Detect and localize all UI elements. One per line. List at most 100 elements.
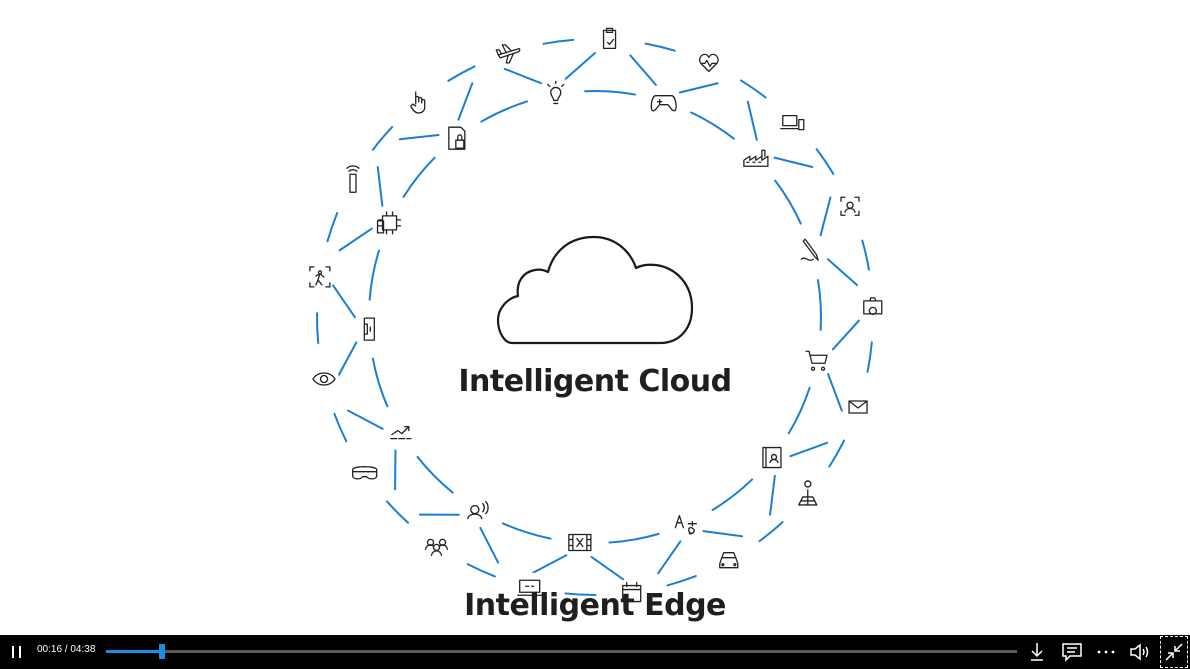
- mixed-reality-headset-icon: [349, 457, 380, 488]
- inner-ring-dash: [368, 249, 381, 301]
- trending-up-icon: [385, 417, 416, 448]
- volume-button[interactable]: [1127, 635, 1153, 669]
- captions-button[interactable]: [1059, 635, 1085, 669]
- inner-ring-dash: [480, 100, 529, 123]
- inner-ring-dash: [371, 357, 389, 408]
- eye-icon: [308, 363, 339, 394]
- intelligent-edge-label: Intelligent Edge: [464, 588, 726, 623]
- mail-icon: [843, 391, 874, 422]
- progress-fill: [106, 650, 162, 653]
- ring-connector: [530, 554, 568, 575]
- inner-ring-dash: [787, 386, 811, 435]
- lightbulb-icon: [540, 79, 571, 110]
- airplane-icon: [493, 37, 524, 68]
- outer-ring-dash: [385, 500, 410, 524]
- video-player-controls: 00:16 / 04:38: [0, 635, 1190, 669]
- outer-ring-dash: [866, 341, 873, 373]
- outer-ring-dash: [316, 312, 320, 345]
- ring-connector: [503, 67, 543, 85]
- ring-connector: [827, 373, 843, 412]
- ring-connector: [331, 284, 357, 319]
- more-options-button[interactable]: [1094, 635, 1118, 669]
- progress-thumb[interactable]: [158, 644, 165, 659]
- device-icons: [304, 24, 888, 608]
- ring-connector: [657, 540, 682, 575]
- dashed-rings: [316, 38, 873, 597]
- outer-ring-dash: [564, 592, 597, 597]
- outer-ring-dash: [447, 65, 476, 82]
- ring-connector: [826, 258, 859, 287]
- car-icon: [713, 545, 744, 576]
- inner-ring-dash: [584, 90, 636, 96]
- inner-ring-dash: [816, 278, 822, 331]
- thermostat-icon: [514, 572, 545, 603]
- intelligent-cloud-label: Intelligent Cloud: [458, 364, 732, 399]
- ring-connector: [336, 341, 358, 378]
- ring-connector: [629, 54, 657, 86]
- outer-ring-dash: [466, 563, 496, 578]
- inner-ring-dash: [690, 111, 735, 140]
- inner-ring-dash: [402, 156, 436, 198]
- ring-connector: [564, 52, 596, 80]
- ring-connector: [590, 555, 625, 581]
- ring-connector: [398, 134, 440, 141]
- inner-ring-dash: [501, 522, 552, 540]
- more-icon: [1097, 650, 1115, 654]
- time-display: 00:16 / 04:38: [37, 644, 96, 655]
- outer-ring-dash: [828, 439, 846, 468]
- ring-connector: [347, 409, 384, 430]
- ring-connector: [479, 526, 500, 564]
- camera-icon: [857, 290, 888, 321]
- factory-icon: [740, 143, 771, 174]
- inner-ring-dash: [711, 478, 754, 512]
- outer-ring-dash: [666, 575, 697, 587]
- map-pin-icon: [792, 480, 823, 511]
- film-icon: [564, 527, 595, 558]
- progress-track: [106, 650, 1017, 653]
- ring-connector: [773, 156, 814, 169]
- chip-icon: [374, 207, 405, 238]
- shopping-cart-icon: [802, 344, 833, 375]
- person-motion-icon: [304, 261, 335, 292]
- smart-speaker-icon: [337, 165, 368, 196]
- intelligent-cloud-diagram: [304, 24, 888, 608]
- outer-ring-dash: [542, 38, 575, 45]
- ring-connector: [746, 100, 758, 141]
- outer-ring-dash: [758, 521, 784, 543]
- ring-connector: [457, 82, 474, 121]
- cloud-icon: [496, 235, 694, 345]
- inner-ring-dash: [774, 179, 802, 225]
- touch-hand-icon: [403, 87, 434, 118]
- ring-connector: [831, 319, 860, 351]
- outer-ring-dash: [739, 79, 767, 99]
- ring-connector: [769, 474, 776, 516]
- video-frame[interactable]: Intelligent Cloud Intelligent Edge: [0, 0, 1190, 635]
- download-button[interactable]: [1025, 635, 1049, 669]
- download-icon: [1031, 643, 1043, 661]
- outer-ring-dash: [644, 42, 676, 52]
- ring-connector: [819, 196, 832, 237]
- clipboard-check-icon: [594, 24, 625, 55]
- phone-side-icon: [354, 314, 385, 345]
- exit-fullscreen-button[interactable]: [1159, 635, 1189, 669]
- outer-ring-dash: [815, 148, 835, 175]
- progress-bar[interactable]: [106, 644, 1017, 659]
- pause-button[interactable]: [4, 635, 30, 669]
- calendar-icon: [616, 577, 647, 608]
- heart-pulse-icon: [693, 48, 724, 79]
- captions-icon: [1062, 643, 1082, 662]
- inner-ring-dash: [608, 532, 660, 544]
- pen-stylus-icon: [796, 236, 827, 267]
- ring-connector: [338, 227, 373, 252]
- ring-connector: [789, 441, 829, 458]
- contact-card-icon: [756, 442, 787, 473]
- exit-fullscreen-icon: [1165, 643, 1183, 661]
- lock-file-icon: [441, 123, 472, 154]
- user-scan-icon: [834, 191, 865, 222]
- volume-icon: [1130, 643, 1149, 661]
- ring-connector: [376, 166, 384, 207]
- devices-icon: [777, 106, 808, 137]
- inner-ring-dash: [416, 455, 454, 494]
- pause-icon: [12, 646, 21, 658]
- outer-ring-dash: [326, 211, 339, 243]
